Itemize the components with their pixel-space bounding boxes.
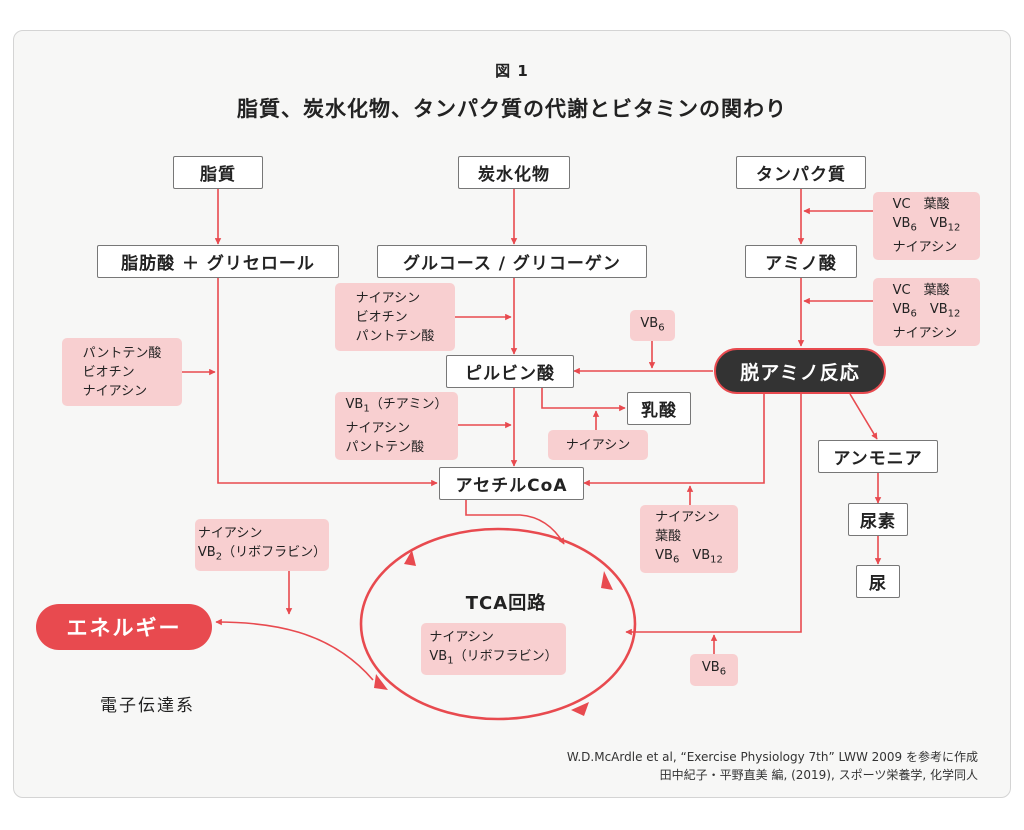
arrow-acetyl-to-tca [465,499,565,545]
vitamin-line: VB1（リボフラビン） [429,648,558,667]
vitamin-line: ナイアシン [355,290,421,306]
vitamin-line: VB6 VB12 [655,548,723,566]
arrow-fatty-acid-to-acetyl [217,278,438,487]
vitamin-line: VB2（リボフラビン） [197,544,327,563]
node-ammonia: アンモニア [818,440,938,473]
vitamin-note-lactate: ナイアシン [548,430,648,460]
vitamin-note-fatty-acid: パントテン酸 ビオチン ナイアシン [62,338,182,406]
vitamin-line: VB6 VB12 [892,302,961,320]
node-lipid: 脂質 [173,156,263,189]
node-electron-transport: 電子伝達系 [100,696,195,716]
node-pyruvate: ピルビン酸 [446,355,574,388]
node-energy: エネルギー [36,604,212,650]
vitamin-line: パントテン酸 [82,345,162,361]
vitamin-line: ビオチン [82,364,135,380]
vitamin-line: VB6 [640,315,665,334]
source-credit: W.D.McArdle et al, “Exercise Physiology … [567,748,978,784]
node-amino-acid: アミノ酸 [745,245,857,278]
figure-label: 図 1 [495,62,529,80]
vitamin-line: VB6 [701,660,727,678]
credit-line: W.D.McArdle et al, “Exercise Physiology … [566,750,978,764]
arrow-deamination-to-ammonia [849,393,878,440]
node-tca-cycle: TCA回路 [465,593,547,614]
node-urine: 尿 [856,565,900,598]
arrow-deamination-to-acetyl [583,394,765,487]
diagram-title: 脂質、炭水化物、タンパク質の代謝とビタミンの関わり [237,97,787,121]
vitamin-line: 葉酸 [655,529,682,545]
vitamin-note-energy: ナイアシン VB2（リボフラビン） [195,519,329,571]
vitamin-line: パントテン酸 [355,328,435,344]
vitamin-note-glucose: ナイアシン ビオチン パントテン酸 [335,283,455,351]
vitamin-line: VC 葉酸 [892,283,950,299]
arrow-deamination-to-tca [625,394,802,636]
vitamin-note-vb6-pyruvate: VB6 [630,310,675,341]
vitamin-line: ナイアシン [892,239,958,255]
vitamin-line: ナイアシン [197,525,263,541]
node-fatty-acid-glycerol: 脂肪酸 ＋ グリセロール [97,245,339,278]
vitamin-line: ナイアシン [429,629,494,645]
vitamin-note-tca: ナイアシン VB1（リボフラビン） [421,623,566,675]
vitamin-line: ビオチン [355,309,408,325]
node-carbohydrate: 炭水化物 [458,156,570,189]
node-lactate: 乳酸 [627,392,691,425]
vitamin-line: パントテン酸 [345,439,425,455]
tca-cycle-arrowhead-top-left [404,550,416,566]
tca-cycle-arrowhead-right [601,571,613,590]
vitamin-line: VC 葉酸 [892,197,950,213]
vitamin-line: VB1（チアミン） [345,397,448,415]
node-urea: 尿素 [848,503,908,536]
node-glucose-glycogen: グルコース / グリコーゲン [377,245,647,278]
node-protein: タンパク質 [736,156,866,189]
vitamin-note-protein-2: VC 葉酸 VB6 VB12 ナイアシン [873,278,980,346]
vitamin-note-vb6-tca: VB6 [690,654,738,686]
vitamin-note-protein-1: VC 葉酸 VB6 VB12 ナイアシン [873,192,980,260]
vitamin-line: VB6 VB12 [892,216,961,234]
vitamin-line: ナイアシン [565,437,631,453]
tca-cycle-arrowhead-bottom-right [571,702,589,716]
vitamin-line: ナイアシン [892,325,958,341]
vitamin-line: ナイアシン [655,510,720,526]
node-deamination: 脱アミノ反応 [714,348,886,394]
vitamin-note-pyruvate-acetyl: VB1（チアミン） ナイアシン パントテン酸 [335,392,458,460]
vitamin-line: ナイアシン [345,420,411,436]
credit-line: 田中紀子・平野直美 編, (2019), スポーツ栄養学, 化学同人 [659,768,978,782]
arrow-tca-to-energy [215,618,374,681]
arrow-pyruvate-to-lactate [541,388,626,412]
vitamin-note-deamination-acetyl: ナイアシン 葉酸 VB6 VB12 [640,505,738,573]
node-acetyl-coa: アセチルCoA [439,467,584,500]
tca-cycle-arrowhead-bottom-left [374,674,388,690]
tca-cycle-ring [359,527,637,721]
vitamin-line: ナイアシン [82,383,148,399]
